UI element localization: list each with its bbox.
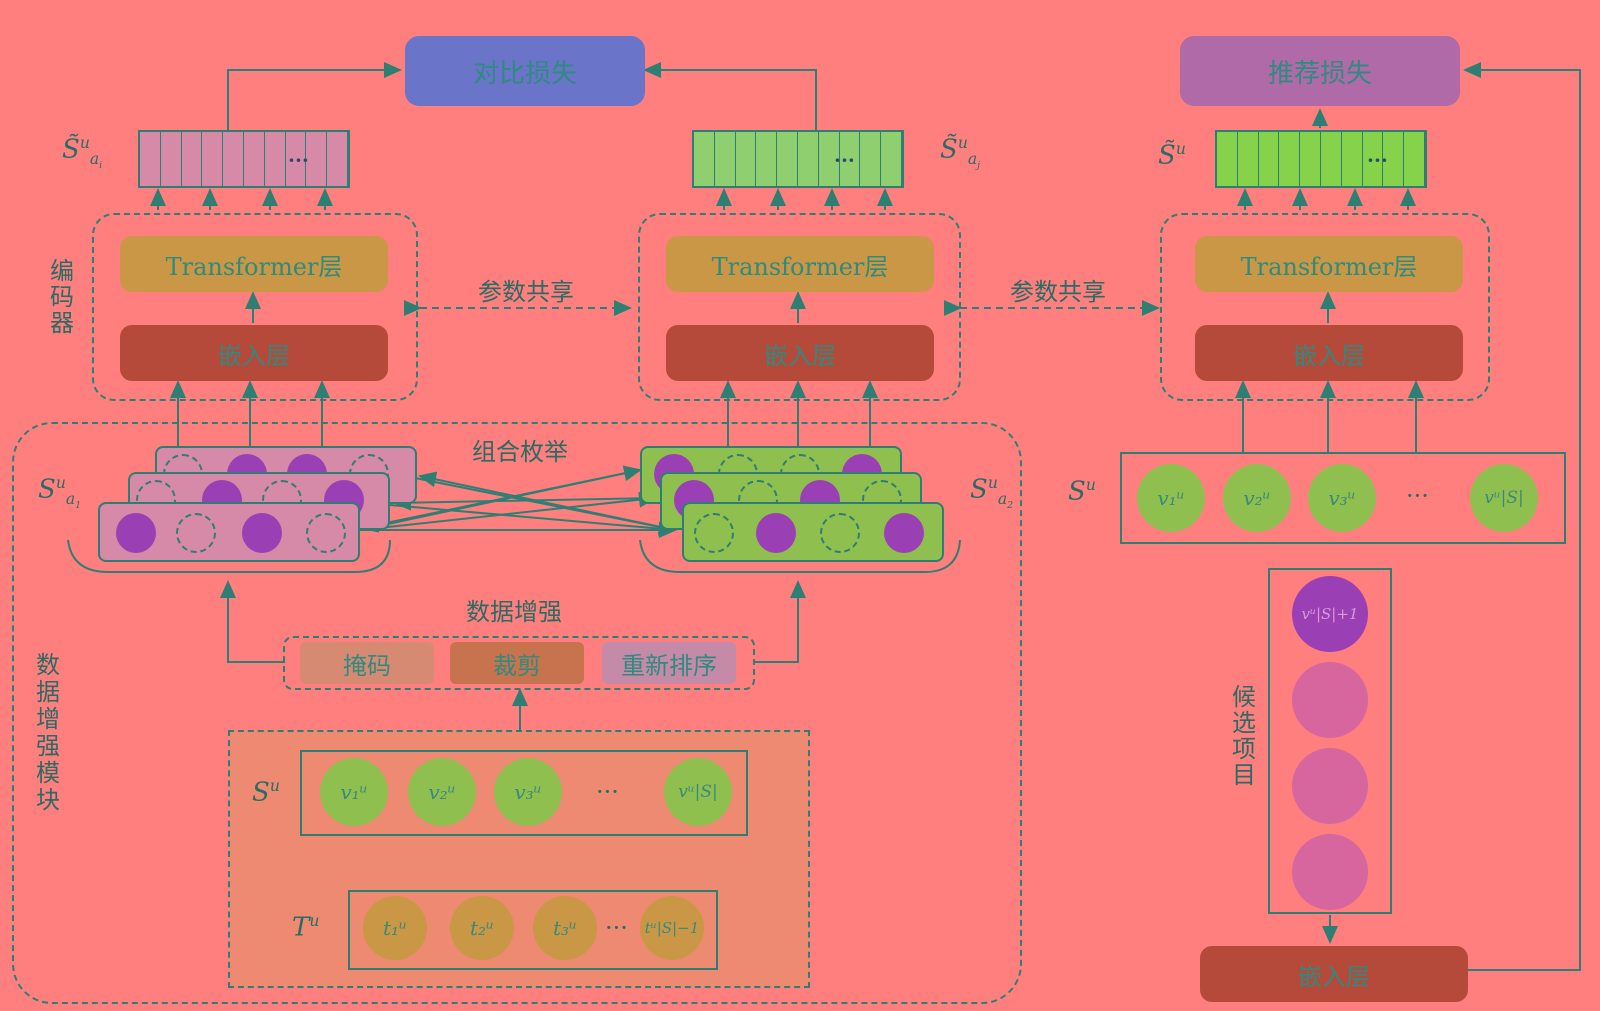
candidate-label: 候选项目 xyxy=(1232,683,1256,789)
item-v3-right: v₃ᵘ xyxy=(1308,464,1376,532)
data-augmentation-label: 数据增强 xyxy=(466,598,562,626)
encoder-left xyxy=(92,213,418,401)
mask-op: 掩码 xyxy=(300,642,434,684)
transformer-layer-right: Transformer层 xyxy=(1195,236,1463,292)
output-vector-user: ··· xyxy=(1215,130,1427,188)
embedding-layer-left: 嵌入层 xyxy=(120,325,388,381)
time-ellipsis: ··· xyxy=(605,914,628,942)
crop-op-label: 裁剪 xyxy=(493,651,541,680)
symbol-s-a2: Sua2 xyxy=(970,474,1014,511)
item-v-last-right: vᵘ|S| xyxy=(1470,464,1538,532)
embedding-layer-label: 嵌入层 xyxy=(764,341,836,370)
masked-item-purple xyxy=(756,513,796,553)
item-v1-right: v₁ᵘ xyxy=(1137,464,1205,532)
candidate-item xyxy=(1292,748,1368,824)
masked-item-purple xyxy=(116,513,156,553)
recommendation-loss-box: 推荐损失 xyxy=(1180,36,1460,106)
candidate-item xyxy=(1292,662,1368,738)
item-v-last: vᵘ|S| xyxy=(664,758,732,826)
param-share-label-2: 参数共享 xyxy=(1010,278,1106,306)
symbol-s-a1: Sua1 xyxy=(38,474,82,511)
masked-item-purple xyxy=(242,513,282,553)
combination-label: 组合枚举 xyxy=(472,438,568,466)
embedding-layer-right: 嵌入层 xyxy=(1195,325,1463,381)
time-t-last: tᵘ|S|−1 xyxy=(640,896,704,960)
candidate-embedding-layer: 嵌入层 xyxy=(1200,946,1468,1002)
masked-item-purple xyxy=(884,513,924,553)
augmentation-module xyxy=(12,422,1022,1004)
sequence-t-u xyxy=(348,890,718,970)
masked-item-hollow xyxy=(176,513,216,553)
symbol-t-u: Tu xyxy=(292,912,320,943)
item-v3: v₃ᵘ xyxy=(494,758,562,826)
output-vector-dots: ··· xyxy=(1367,148,1388,172)
user-sequence-box xyxy=(1120,452,1566,544)
output-vector-dots: ··· xyxy=(288,148,309,172)
masked-item-hollow xyxy=(820,513,860,553)
candidate-next-item: vᵘ|S|+1 xyxy=(1292,576,1368,652)
user-sequence-ellipsis: ··· xyxy=(1406,482,1429,510)
encoder-right xyxy=(1160,213,1490,401)
time-t1: t₁ᵘ xyxy=(363,896,427,960)
param-share-label-1: 参数共享 xyxy=(478,278,574,306)
reorder-op-label: 重新排序 xyxy=(621,651,717,680)
sequence-s-u xyxy=(300,750,748,836)
transformer-layer-label: Transformer层 xyxy=(711,252,889,281)
module-label: 数据增强模块 xyxy=(36,651,60,814)
transformer-layer-label: Transformer层 xyxy=(1240,252,1418,281)
symbol-s-u: Su xyxy=(252,777,280,808)
output-vector-a-i: ··· xyxy=(138,130,350,188)
item-v1: v₁ᵘ xyxy=(320,758,388,826)
masked-item-hollow xyxy=(306,513,346,553)
embedding-layer-label: 嵌入层 xyxy=(218,341,290,370)
candidate-item xyxy=(1292,834,1368,910)
transformer-layer-left: Transformer层 xyxy=(120,236,388,292)
time-t3: t₃ᵘ xyxy=(533,896,597,960)
augmented-view-a2 xyxy=(682,502,944,562)
encoder-label: 编码器 xyxy=(50,257,74,337)
crop-op: 裁剪 xyxy=(450,642,584,684)
output-vector-a-j: ··· xyxy=(692,130,904,188)
contrastive-loss-box: 对比损失 xyxy=(405,36,645,106)
symbol-s-u-right: Su xyxy=(1068,476,1096,507)
masked-item-hollow xyxy=(694,513,734,553)
augmented-view-a1 xyxy=(98,502,360,562)
item-v2-right: v₂ᵘ xyxy=(1223,464,1291,532)
embedding-layer-label: 嵌入层 xyxy=(1293,341,1365,370)
output-vector-dots: ··· xyxy=(834,148,855,172)
embedding-layer-label: 嵌入层 xyxy=(1298,962,1370,991)
mask-op-label: 掩码 xyxy=(343,651,391,680)
embedding-layer-middle: 嵌入层 xyxy=(666,325,934,381)
item-v2: v₂ᵘ xyxy=(408,758,476,826)
contrastive-loss-label: 对比损失 xyxy=(472,58,577,89)
transformer-layer-middle: Transformer层 xyxy=(666,236,934,292)
time-t2: t₂ᵘ xyxy=(450,896,514,960)
candidate-items-box xyxy=(1268,568,1392,914)
recommendation-loss-label: 推荐损失 xyxy=(1267,58,1372,89)
sequence-ellipsis: ··· xyxy=(596,778,619,806)
augmentation-ops-box xyxy=(283,636,755,690)
transformer-layer-label: Transformer层 xyxy=(165,252,343,281)
encoder-middle xyxy=(638,213,961,401)
symbol-s-tilde-a-j: S̃uaj xyxy=(940,134,981,171)
symbol-s-tilde-u: S̃u xyxy=(1158,140,1186,171)
reorder-op: 重新排序 xyxy=(602,642,736,684)
symbol-s-tilde-a-i: S̃uai xyxy=(62,134,103,171)
